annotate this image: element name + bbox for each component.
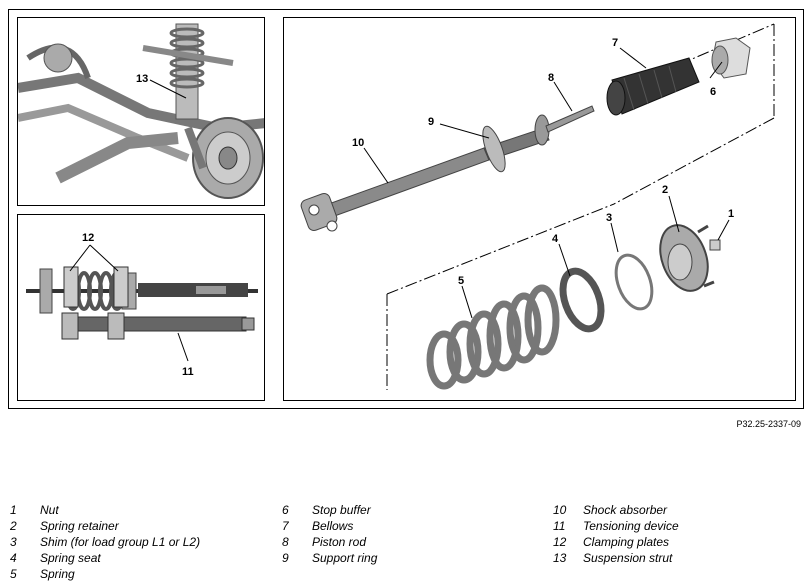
callout-9: 9 [428, 116, 434, 128]
callout-7: 7 [612, 37, 618, 49]
callout-8: 8 [548, 72, 554, 84]
legend-label: Tensioning device [583, 519, 679, 533]
spring [426, 284, 560, 390]
legend-number: 3 [10, 535, 17, 549]
diagram-frame [8, 9, 804, 409]
legend-label: Support ring [312, 551, 378, 565]
exploded-illustration: 7 6 8 9 10 2 1 3 4 5 [300, 23, 775, 390]
legend-label: Piston rod [312, 535, 367, 549]
shock-absorber [300, 127, 550, 232]
legend-label: Spring [40, 567, 75, 581]
legend-number: 12 [553, 535, 567, 549]
callout-3: 3 [606, 212, 612, 224]
callout-5: 5 [458, 275, 464, 287]
clamping-panel: 12 11 [17, 214, 265, 401]
legend-number: 5 [10, 567, 17, 581]
legend-label: Spring retainer [40, 519, 119, 533]
legend-number: 7 [282, 519, 289, 533]
legend-number: 4 [10, 551, 17, 565]
callout-4: 4 [552, 233, 559, 245]
callout-11: 11 [182, 366, 194, 378]
legend-number: 2 [10, 519, 17, 533]
installed-strut-panel: 13 [17, 17, 265, 206]
legend-label: Shock absorber [583, 503, 668, 517]
callout-1: 1 [728, 208, 734, 220]
legend-number: 11 [553, 519, 566, 533]
installed-strut-illustration: 13 [18, 23, 264, 199]
callout-2: 2 [662, 184, 668, 196]
legend-label: Clamping plates [583, 535, 670, 549]
legend-number: 10 [553, 503, 567, 517]
spring-retainer [659, 224, 715, 292]
clamping-illustration: 12 11 [26, 232, 258, 378]
legend-number: 8 [282, 535, 289, 549]
legend-label: Stop buffer [312, 503, 371, 517]
bellows [606, 57, 700, 116]
legend-label: Spring seat [40, 551, 101, 565]
legend-number: 13 [553, 551, 567, 565]
legend-label: Shim (for load group L1 or L2) [40, 535, 201, 549]
legend-number: 1 [10, 503, 17, 517]
callout-13: 13 [136, 73, 148, 85]
callout-6: 6 [710, 86, 716, 98]
legend-number: 6 [282, 503, 289, 517]
exploded-view-panel: 7 6 8 9 10 2 1 3 4 5 [283, 17, 796, 401]
legend-label: Nut [40, 503, 59, 517]
callout-10: 10 [352, 137, 364, 149]
legend-number: 9 [282, 551, 289, 565]
figure-code: P32.25-2337-09 [736, 419, 801, 429]
legend-label: Suspension strut [583, 551, 673, 565]
legend-label: Bellows [312, 519, 354, 533]
callout-12: 12 [82, 232, 94, 244]
